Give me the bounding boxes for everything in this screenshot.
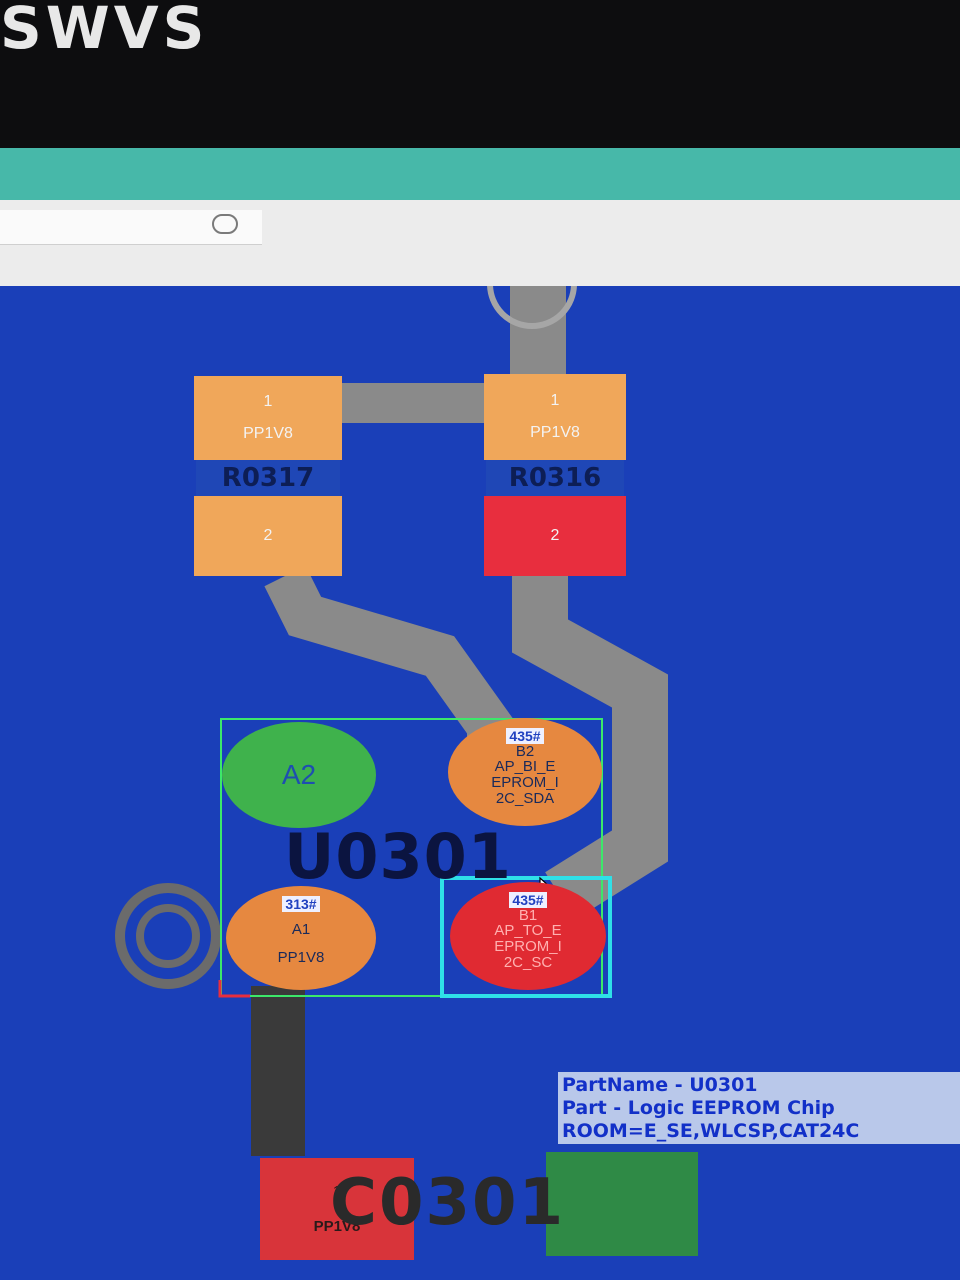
- b2-net-line-3: 2C_SDA: [495, 789, 555, 807]
- b1-net-line-1: AP_TO_E: [494, 922, 562, 940]
- a1-net-tag: 313#: [282, 896, 320, 913]
- b1-selection-outline: [440, 876, 612, 998]
- app-screen: 1 PP1V8 R0317 2 1 PP1V8 R0316 2 A2 435# …: [0, 148, 960, 1280]
- r0316-pin1-net: PP1V8: [530, 424, 580, 441]
- monitor-brand-logo: SWVS: [0, 0, 209, 62]
- r0316-pin2-number: 2: [550, 527, 560, 544]
- r0316-pad-2[interactable]: 2: [484, 496, 626, 576]
- via-top: [487, 286, 577, 329]
- r0317-refdes: R0317: [196, 460, 340, 496]
- b2-pin-label: B2: [515, 742, 535, 760]
- c0301-pin1-net: PP1V8: [313, 1218, 361, 1235]
- b2-net-line-1: AP_BI_E: [494, 758, 556, 776]
- r0316-refdes: R0316: [486, 460, 624, 496]
- u0301-refdes: U0301: [284, 820, 512, 893]
- c0301-refdes: C0301: [330, 1166, 566, 1240]
- r0317-pad-2[interactable]: 2: [194, 496, 342, 576]
- c0301-pad-1[interactable]: 1 PP1V8: [260, 1158, 414, 1260]
- tooltip-part: Part - Logic EEPROM Chip: [562, 1097, 835, 1119]
- via-left: [115, 883, 221, 989]
- u0301-ball-b1[interactable]: 435# B1 AP_TO_E EPROM_I 2C_SC: [450, 882, 606, 990]
- tooltip-room: ROOM=E_SE,WLCSP,CAT24C: [562, 1120, 860, 1142]
- b1-net-tag: 435#: [509, 891, 547, 908]
- c0301-pad-2[interactable]: [546, 1152, 698, 1256]
- u0301-ball-a1[interactable]: 313# A1 PP1V8: [226, 886, 376, 990]
- trace-r0316-to-u0301: [512, 576, 668, 920]
- r0317-pin1-number: 1: [263, 393, 273, 410]
- title-bar: [0, 148, 960, 200]
- r0317-pin1-net: PP1V8: [243, 425, 293, 442]
- u0301-ball-a2[interactable]: A2: [222, 722, 376, 828]
- b2-net-tag: 435#: [506, 727, 544, 744]
- board-canvas[interactable]: 1 PP1V8 R0317 2 1 PP1V8 R0316 2 A2 435# …: [0, 286, 960, 1280]
- u0301-selection-outline: [220, 718, 603, 997]
- a2-pin-label: A2: [281, 759, 317, 791]
- u0301-ball-b2[interactable]: 435# B2 AP_BI_E EPROM_I 2C_SDA: [448, 718, 602, 826]
- b2-net-line-2: EPROM_I: [491, 774, 559, 791]
- trace-r0317-to-u0301: [264, 565, 513, 746]
- search-icon[interactable]: [212, 214, 238, 234]
- r0317-pin2-number: 2: [263, 527, 273, 544]
- part-info-tooltip: PartName - U0301 Part - Logic EEPROM Chi…: [558, 1072, 960, 1144]
- b1-pin-label: B1: [518, 906, 538, 924]
- r0317-pad-1[interactable]: 1 PP1V8: [194, 376, 342, 460]
- tooltip-partname: PartName - U0301: [562, 1074, 758, 1096]
- c0301-pin1-number: 1: [332, 1183, 342, 1200]
- a1-pin-label: A1: [291, 921, 311, 939]
- b1-net-line-3: 2C_SC: [503, 953, 553, 971]
- b1-net-line-2: EPROM_I: [494, 938, 562, 955]
- r0316-pin1-number: 1: [550, 392, 560, 409]
- a1-net-label: PP1V8: [277, 949, 325, 966]
- u0301-origin-marker: [218, 980, 250, 998]
- r0316-pad-1[interactable]: 1 PP1V8: [484, 374, 626, 460]
